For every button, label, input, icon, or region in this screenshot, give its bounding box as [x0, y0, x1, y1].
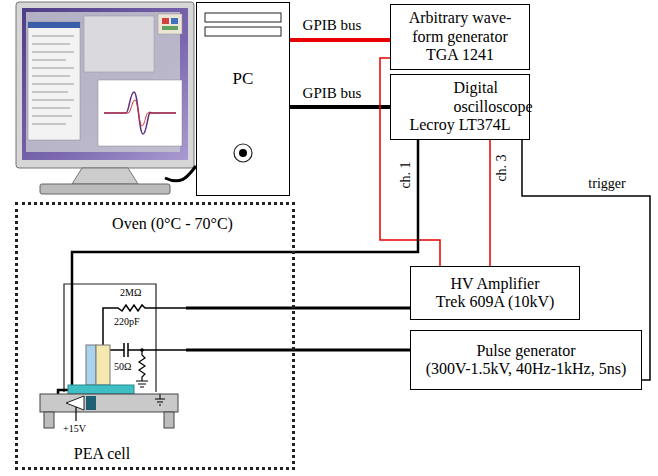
pea-cell-drawing-part [66, 396, 84, 410]
pea-cell-drawing-part [44, 412, 54, 428]
pc-drives-part [205, 13, 281, 22]
monitor-illustration-part [171, 18, 178, 24]
pea-cell-drawing-part [110, 343, 186, 357]
pc-drives [197, 3, 291, 197]
monitor-illustration-part [22, 8, 188, 160]
pea-cell-drawing-part [86, 396, 96, 410]
pea-cell-drawing-part [103, 305, 186, 345]
node-detail: TGA 1241 [426, 46, 494, 64]
monitor-illustration-part [162, 26, 178, 30]
oven-region: Oven (0°C - 70°C) PEA cell [15, 202, 295, 470]
cable-label: ch. 3 [494, 154, 510, 181]
node-title: Oven (0°C - 70°C) [112, 215, 233, 233]
pea-cell-drawing-part [136, 350, 148, 387]
pea-cell-drawing [38, 276, 186, 466]
pea-cell-drawing-part [96, 345, 110, 385]
signal-cable [186, 307, 410, 310]
monitor-illustration-part [162, 18, 169, 24]
node-title: PC [233, 69, 254, 89]
pea-cell-drawing-part [155, 394, 165, 405]
monitor-illustration-part [158, 14, 182, 34]
node-detail: Lecroy LT374L [409, 116, 510, 134]
component-value: 2MΩ [120, 287, 141, 299]
pea-cell-drawing-part [64, 284, 156, 392]
monitor-illustration-part [16, 2, 194, 168]
node-title: HV Amplifier [450, 275, 539, 293]
pea-cell-drawing-part [164, 412, 174, 428]
pea-cell-drawing-part [58, 276, 72, 403]
pea-cell-drawing-part [140, 348, 144, 352]
pc-drives-part [205, 27, 281, 36]
monitor-illustration-part [28, 22, 80, 140]
monitor-illustration-part [40, 184, 170, 194]
signal-cable [290, 105, 390, 109]
monitor-illustration-part [32, 36, 74, 124]
instrument-box: Digital oscilloscopeLecroy LT374L [390, 74, 530, 140]
pea-cell-drawing-part [40, 276, 186, 428]
node-title: Arbitrary wave- form generator [408, 9, 513, 46]
node-title: Pulse generator [476, 342, 575, 360]
pea-cell-drawing-part [68, 385, 134, 394]
monitor-illustration-part [104, 100, 176, 126]
pea-cell-drawing-part [40, 394, 178, 412]
pea-cell: PEA cell [38, 276, 186, 466]
monitor-illustration-part [98, 80, 182, 146]
node-detail: Trek 609A (10kV) [436, 293, 555, 311]
pea-cell-drawing-part [75, 407, 76, 421]
monitor-illustration-part [28, 22, 80, 28]
cable-label: GPIB bus [303, 85, 362, 102]
cable-label: ch. 1 [398, 161, 414, 188]
signal-cable [290, 38, 390, 42]
node-title: Digital oscilloscope [454, 79, 467, 116]
monitor-illustration-part [104, 92, 176, 134]
instrument-box: Pulse generator(300V-1.5kV, 40Hz-1kHz, 5… [410, 330, 642, 390]
cable-label: trigger [588, 176, 625, 192]
pea-cell-drawing-part [86, 345, 96, 385]
monitor-illustration-part [84, 16, 154, 72]
instrument-box: HV AmplifierTrek 609A (10kV) [410, 266, 580, 320]
node-title: PEA cell [74, 445, 130, 463]
node-detail: (300V-1.5kV, 40Hz-1kHz, 5ns) [426, 360, 626, 378]
component-value: +15V [63, 423, 86, 435]
monitor-illustration-part [72, 168, 138, 184]
signal-cable [72, 140, 418, 276]
monitor-illustration-part [165, 166, 196, 181]
instrument-box: Arbitrary wave- form generatorTGA 1241 [390, 4, 530, 70]
component-value: 50Ω [114, 361, 131, 373]
pc-drives-part [239, 149, 247, 157]
signal-cable [489, 140, 491, 266]
signal-cable [186, 349, 410, 352]
pc-drives-part [234, 144, 252, 162]
pc-tower: PC [196, 2, 290, 196]
cable-label: GPIB bus [303, 17, 362, 34]
component-value: 220pF [114, 316, 140, 328]
